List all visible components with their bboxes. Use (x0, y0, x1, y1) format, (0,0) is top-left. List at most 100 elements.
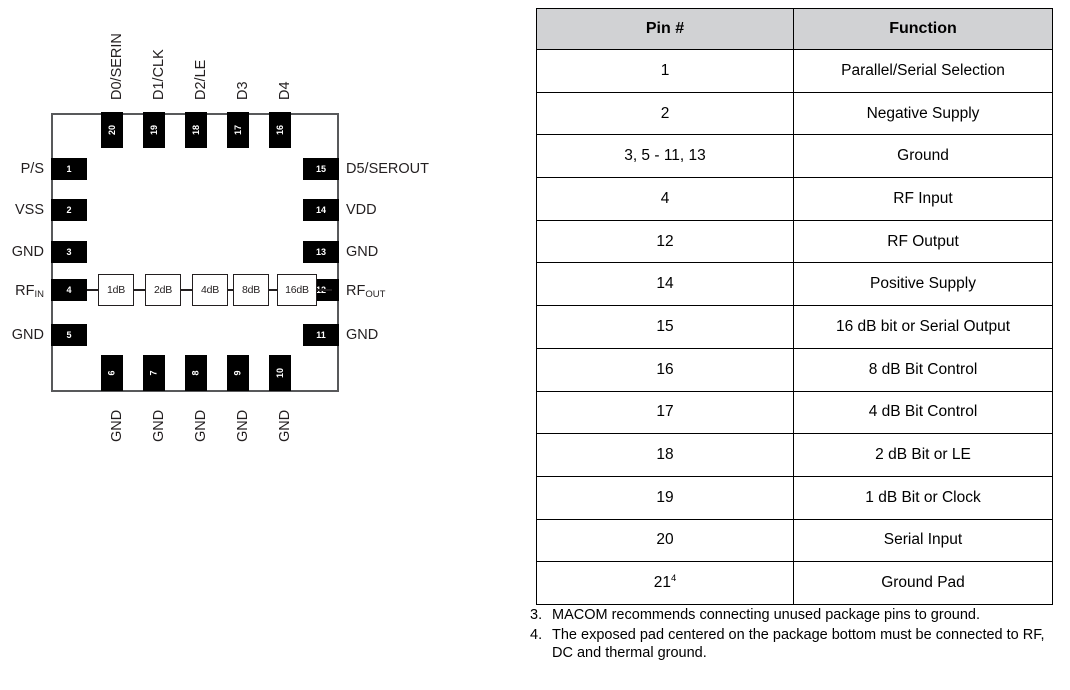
cell-function: Parallel/Serial Selection (793, 49, 1053, 93)
cell-pin: 20 (536, 518, 794, 563)
pin-pad-8: 8 (185, 355, 207, 391)
pin-pad-14: 14 (303, 199, 339, 221)
footnote-3: 3. MACOM recommends connecting unused pa… (530, 606, 1050, 625)
bottom-pin-label-10: GND (277, 409, 293, 442)
pin-pad-13: 13 (303, 241, 339, 263)
pinout-diagram: D0/SERIN D1/CLK D2/LE D3 D4 20 19 18 17 … (0, 0, 520, 690)
attenuator-stage-1db: 1dB (98, 274, 134, 306)
footnote-4-number: 4. (530, 626, 543, 643)
pin-number-1: 1 (66, 164, 72, 174)
pin-number-8: 8 (190, 370, 201, 376)
left-pin-label-1: P/S (20, 161, 44, 177)
pin-pad-18: 18 (185, 112, 207, 148)
cell-pin: 16 (536, 347, 794, 392)
pin-number-14: 14 (315, 205, 326, 215)
cell-function: 2 dB Bit or LE (793, 433, 1053, 477)
cell-pin: 14 (536, 262, 794, 307)
footnotes: 3. MACOM recommends connecting unused pa… (530, 606, 1050, 664)
cell-function: Ground Pad (793, 561, 1053, 605)
cell-function: RF Output (793, 219, 1053, 264)
pin-pad-10: 10 (269, 355, 291, 391)
pin-pad-6: 6 (101, 355, 123, 391)
top-pin-label-19: D1/CLK (151, 49, 167, 100)
pin-number-15: 15 (315, 164, 326, 174)
top-pin-label-18: D2/LE (193, 59, 209, 100)
right-pin-label-12: RFOUT (346, 283, 386, 300)
right-pin-label-13: GND (346, 244, 379, 260)
bottom-pin-label-8: GND (193, 409, 209, 442)
pin-number-16: 16 (274, 124, 285, 136)
pin-pad-3: 3 (51, 241, 87, 263)
footnote-4-text: The exposed pad centered on the package … (552, 626, 1045, 662)
pin-pad-11: 11 (303, 324, 339, 346)
pin-pad-5: 5 (51, 324, 87, 346)
bottom-pin-label-7: GND (151, 409, 167, 442)
left-pin-label-5: GND (11, 327, 44, 343)
cell-pin-text: 21 (653, 574, 671, 592)
left-pin-label-4-sub: IN (34, 289, 45, 300)
footnote-4: 4. The exposed pad centered on the packa… (530, 626, 1050, 663)
bottom-pin-label-9: GND (235, 409, 251, 442)
cell-pin-footnote-marker: 4 (670, 572, 677, 584)
package-outline (51, 113, 339, 392)
right-pin-label-11: GND (346, 327, 379, 343)
left-pin-label-3: GND (11, 244, 44, 260)
pin-number-5: 5 (66, 330, 72, 340)
pin-pad-16: 16 (269, 112, 291, 148)
top-pin-label-17: D3 (235, 81, 251, 100)
pin-pad-17: 17 (227, 112, 249, 148)
attenuator-chain: 1dB 2dB 4dB 8dB 16dB (87, 274, 332, 306)
cell-function: 4 dB Bit Control (793, 390, 1053, 435)
cell-pin: 15 (536, 305, 794, 349)
pin-number-19: 19 (148, 124, 159, 136)
cell-function: 8 dB Bit Control (793, 347, 1053, 392)
right-pin-label-15: D5/SEROUT (346, 161, 429, 177)
pin-number-17: 17 (232, 124, 243, 136)
right-pin-label-12-sub: OUT (365, 289, 386, 300)
attenuator-stage-8db: 8dB (233, 274, 269, 306)
pin-pad-19: 19 (143, 112, 165, 148)
attenuator-stage-16db: 16dB (277, 274, 317, 306)
cell-pin: 18 (536, 433, 794, 477)
bottom-pin-label-6: GND (109, 409, 125, 442)
pin-number-10: 10 (274, 367, 285, 379)
left-pin-label-4: RFIN (0, 283, 45, 300)
table-row: 214 Ground Pad (536, 561, 1053, 605)
pin-number-20: 20 (106, 124, 117, 136)
table-header-row: Pin # Function (536, 8, 1053, 50)
pin-pad-15: 15 (303, 158, 339, 180)
pin-number-4: 4 (66, 285, 72, 295)
pin-pad-7: 7 (143, 355, 165, 391)
cell-function: RF Input (793, 177, 1053, 221)
footnote-3-number: 3. (530, 607, 543, 623)
attenuator-stage-4db: 4dB (192, 274, 228, 306)
pin-number-6: 6 (106, 370, 117, 376)
column-header-pin: Pin # (536, 8, 794, 50)
pin-number-2: 2 (66, 205, 72, 215)
column-header-function: Function (793, 8, 1053, 50)
attenuator-stage-2db: 2dB (145, 274, 181, 306)
footnote-3-text: MACOM recommends connecting unused packa… (552, 607, 980, 623)
left-pin-label-2: VSS (14, 202, 44, 218)
pin-number-7: 7 (148, 370, 159, 376)
cell-function: 16 dB bit or Serial Output (793, 305, 1053, 349)
top-pin-label-20: D0/SERIN (109, 33, 125, 100)
cell-pin: 1 (536, 49, 794, 93)
cell-pin: 2 (536, 91, 794, 136)
pin-number-11: 11 (316, 330, 326, 340)
pin-pad-4: 4 (51, 279, 87, 301)
cell-pin: 4 (536, 177, 794, 221)
top-pin-label-16: D4 (277, 81, 293, 100)
cell-function: Ground (793, 134, 1053, 179)
right-pin-label-12-text: RF (346, 283, 366, 299)
cell-pin: 214 (536, 561, 794, 605)
left-pin-label-4-text: RF (15, 283, 35, 299)
cell-pin: 3, 5 - 11, 13 (536, 134, 794, 179)
